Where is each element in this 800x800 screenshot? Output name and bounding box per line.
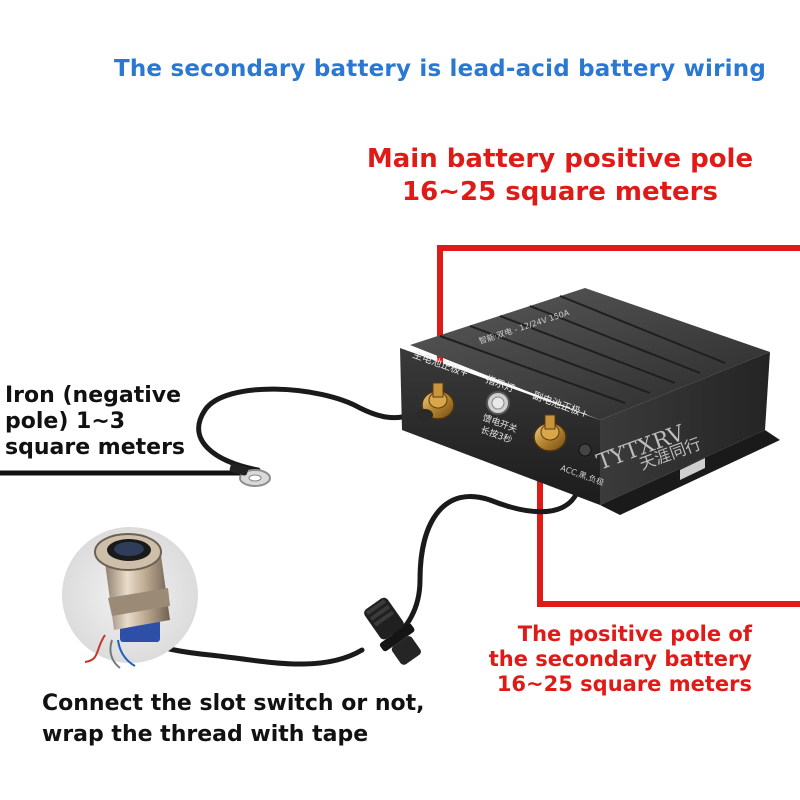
main-battery-label-line-1: Main battery positive pole [366, 144, 754, 174]
secondary-battery-label: The positive pole of the secondary batte… [470, 622, 752, 697]
secondary-battery-terminal-icon [533, 414, 567, 452]
main-battery-label: Main battery positive pole 16~25 square … [340, 143, 780, 209]
switch-label-line-1: Connect the slot switch or not, [42, 691, 425, 716]
main-battery-label-line-2: 16~25 square meters [402, 177, 718, 207]
secondary-label-line-1: The positive pole of [517, 622, 752, 646]
battery-isolator-device: TYTXRV 天涯同行 主电池正极+ 指示灯 馈电开关 长按3秒 副电池正极+ … [400, 288, 780, 515]
indicator-button [486, 391, 510, 415]
push-button-switch-photo [62, 527, 198, 669]
iron-label-line-1: Iron (negative [5, 383, 182, 408]
switch-cable [392, 452, 584, 638]
switch-connection-label: Connect the slot switch or not, wrap the… [42, 688, 425, 750]
iron-negative-label: Iron (negative pole) 1~3 square meters [5, 383, 185, 461]
secondary-label-line-2: the secondary battery [488, 647, 752, 671]
secondary-label-line-3: 16~25 square meters [496, 672, 752, 696]
negative-cable [196, 386, 413, 473]
switch-label-line-2: wrap the thread with tape [42, 722, 369, 747]
secondary-pole-callout-line [537, 440, 800, 607]
diagram-title: The secondary battery is lead-acid batte… [113, 56, 766, 82]
iron-label-line-3: square meters [5, 435, 186, 460]
waterproof-connector-icon [364, 597, 421, 665]
main-battery-terminal-icon [417, 382, 455, 421]
ground-screw-icon [578, 443, 592, 457]
iron-label-line-2: pole) 1~3 [5, 409, 126, 434]
ring-terminal-icon [229, 463, 271, 487]
